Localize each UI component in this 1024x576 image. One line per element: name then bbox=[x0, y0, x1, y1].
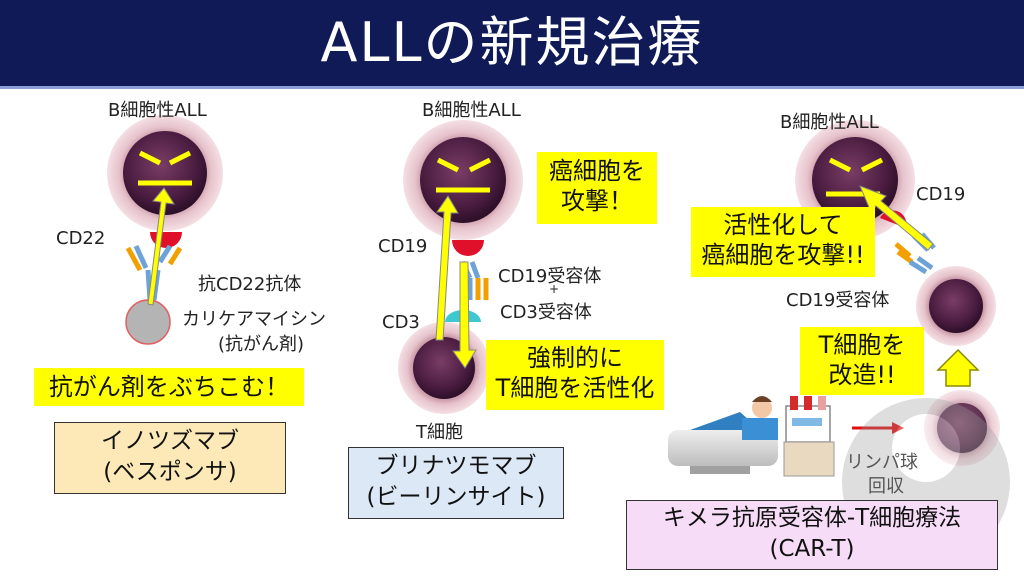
drug-label-2: (抗がん剤) bbox=[218, 334, 305, 355]
callout-attack-2: 攻撃！ bbox=[561, 187, 633, 215]
b-cell-label-2: B細胞性ALL bbox=[422, 100, 521, 121]
callout-attack: 癌細胞を 攻撃！ bbox=[537, 152, 657, 224]
apheresis-machine bbox=[783, 396, 835, 477]
collect-label-1: リンパ球 bbox=[846, 452, 918, 473]
therapy-name-2: (CAR-T) bbox=[769, 536, 855, 563]
drug-name-2a: ブリナツモマブ bbox=[375, 453, 537, 479]
cd19-label-3: CD19 bbox=[916, 184, 966, 205]
drug-box-blinatumomab: ブリナツモマブ (ビーリンサイト) bbox=[348, 447, 564, 519]
cd19-antigen-2 bbox=[452, 240, 484, 256]
arrow-diag-3 bbox=[859, 185, 934, 251]
drug-name-1a: イノツズマブ bbox=[101, 428, 239, 454]
callout-modify: T細胞を 改造!! bbox=[800, 327, 924, 395]
drug-name-1b: (ベスポンサ) bbox=[103, 459, 237, 486]
b-cell-2 bbox=[403, 120, 523, 240]
therapy-box-cart: キメラ抗原受容体-T細胞療法 (CAR-T) bbox=[626, 500, 998, 570]
arrow-up-2 bbox=[435, 195, 459, 341]
therapy-name-1: キメラ抗原受容体-T細胞療法 bbox=[662, 505, 962, 531]
t-cell-label: T細胞 bbox=[416, 422, 463, 443]
b-cell-1 bbox=[107, 115, 223, 231]
page-title: ALLの新規治療 bbox=[320, 11, 704, 74]
arrow-up-1 bbox=[147, 187, 175, 306]
receptor-label-2: CD3受容体 bbox=[500, 302, 592, 323]
cd3-label: CD3 bbox=[382, 312, 420, 333]
drug-label-1: カリケアマイシン bbox=[182, 309, 326, 330]
receptor-plus: + bbox=[549, 282, 560, 296]
arrow-up-3 bbox=[936, 348, 980, 387]
callout-modify-2: 改造!! bbox=[828, 361, 896, 389]
t-cell-2 bbox=[398, 322, 490, 414]
callout-activate-2: T細胞を活性化 bbox=[495, 374, 655, 402]
callout-inject: 抗がん剤をぶちこむ！ bbox=[34, 368, 304, 406]
antibody-label: 抗CD22抗体 bbox=[198, 274, 302, 295]
car-receptor-label: CD19受容体 bbox=[786, 290, 890, 311]
cd22-antigen bbox=[150, 232, 182, 248]
arrow-down-2 bbox=[452, 261, 477, 369]
cd22-label: CD22 bbox=[56, 228, 106, 249]
collect-label-2: 回収 bbox=[868, 476, 904, 497]
callout-car-attack-1: 活性化して bbox=[723, 211, 843, 239]
callout-activate-1: 強制的に bbox=[527, 344, 623, 372]
b-cell-label-1: B細胞性ALL bbox=[108, 100, 207, 121]
b-cell-label-3: B細胞性ALL bbox=[780, 112, 879, 133]
collect-arrow-head bbox=[892, 422, 904, 434]
callout-modify-1: T細胞を bbox=[818, 331, 906, 359]
callout-car-attack: 活性化して 癌細胞を攻撃!! bbox=[691, 207, 875, 277]
callout-car-attack-2: 癌細胞を攻撃!! bbox=[701, 241, 865, 269]
drug-name-2b: (ビーリンサイト) bbox=[366, 484, 546, 511]
patient-illustration bbox=[668, 396, 778, 474]
receptor-label-1: CD19受容体 bbox=[498, 266, 602, 287]
title-bar: ALLの新規治療 bbox=[0, 0, 1024, 89]
callout-activate: 強制的に T細胞を活性化 bbox=[486, 340, 664, 410]
callout-attack-1: 癌細胞を bbox=[549, 157, 645, 185]
calicheamicin-payload bbox=[125, 299, 171, 345]
cd19-label-2: CD19 bbox=[378, 236, 428, 257]
car-t-cell bbox=[916, 266, 996, 346]
collected-t-cell bbox=[924, 390, 1000, 466]
drug-box-inotuzumab: イノツズマブ (ベスポンサ) bbox=[54, 422, 286, 494]
